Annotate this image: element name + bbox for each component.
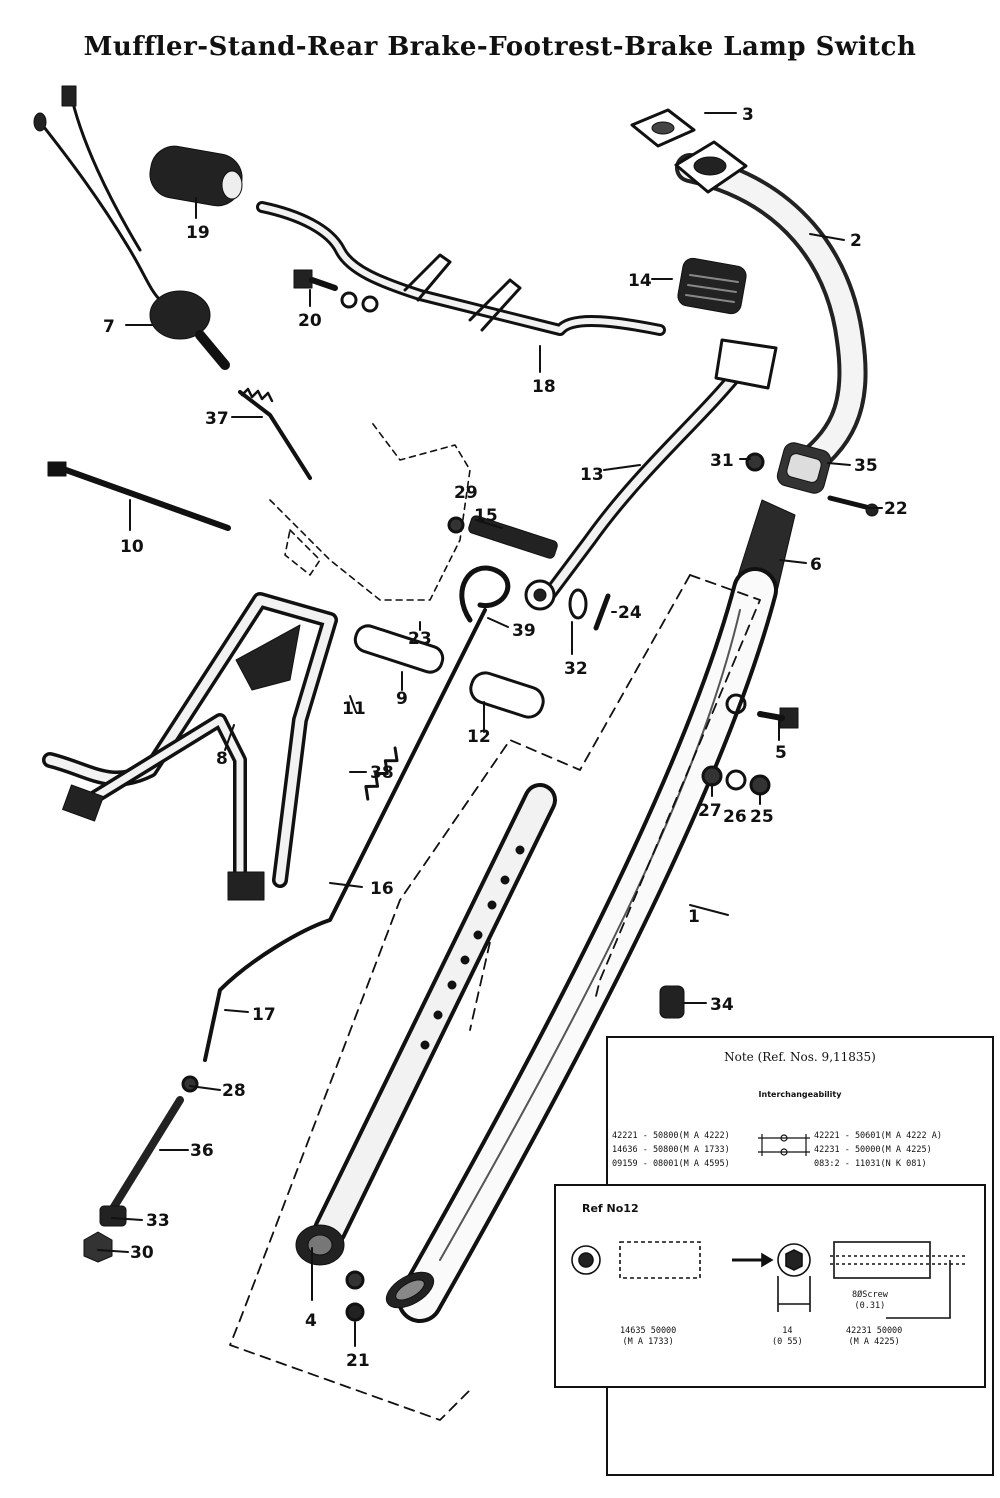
callout-11: 11 (342, 699, 366, 719)
pivot-pin-part-9 (353, 624, 445, 674)
callout-19: 19 (186, 223, 210, 243)
footrest-bar-part-18 (256, 201, 666, 336)
long-bolt-part-10 (47, 461, 231, 531)
callout-5: 5 (775, 743, 787, 763)
callout-34: 34 (710, 995, 734, 1015)
callout-32: 32 (564, 659, 588, 679)
interchange-arrows (758, 1134, 810, 1156)
brake-rod-part-16 (203, 608, 487, 1062)
ref-left-part-model: (M A 1733) (622, 1337, 674, 1347)
callout-25: 25 (750, 807, 774, 827)
ref-dimension-caption: 14 (0 55) (772, 1326, 803, 1348)
ref-right-caption: 42231 50000 (M A 4225) (846, 1326, 902, 1348)
footrest-rubber-part-19 (149, 145, 243, 207)
callout-22: 22 (884, 499, 908, 519)
note-subtitle: Interchangeability (758, 1090, 842, 1099)
frame-bracket-outline (269, 419, 471, 601)
callout-17: 17 (252, 1005, 276, 1025)
switch-spring-part-37 (238, 387, 312, 480)
ref-detail-drawing (571, 1241, 966, 1319)
callout-leaders (97, 112, 883, 1347)
adjusting-nut-part-30 (83, 1231, 113, 1263)
note-right-row: 42231 - 50000(M A 4225) (814, 1145, 932, 1155)
ref-left-caption: 14635 50000 (M A 1733) (620, 1326, 676, 1348)
ref-no12-detail: Ref No12 14635 50000 (M A 1733) 14 (0 55… (554, 1184, 986, 1388)
callout-3: 3 (742, 105, 754, 125)
brake-lamp-switch-part-7 (33, 85, 230, 370)
callout-24: 24 (618, 603, 642, 623)
callout-26: 26 (723, 807, 747, 827)
callout-20: 20 (298, 311, 322, 331)
washers-group (181, 291, 771, 1322)
callout-27: 27 (698, 801, 722, 821)
muffler-band-part-35 (776, 442, 832, 494)
cap-part-34 (659, 985, 685, 1019)
callout-36: 36 (190, 1141, 214, 1161)
muffler-pipe-part-2 (674, 140, 868, 485)
diagram-title: Muffler-Stand-Rear Brake-Footrest-Brake … (83, 32, 917, 62)
note-left-row: 09159 - 08001(M A 4595) (612, 1159, 730, 1169)
callout-21: 21 (346, 1351, 370, 1371)
callout-7: 7 (103, 317, 115, 337)
ref-right-part-model: (M A 4225) (848, 1337, 900, 1347)
stand-spring-part-38 (364, 746, 399, 801)
brake-pedal-part-13 (524, 338, 778, 611)
callout-31: 31 (710, 451, 734, 471)
ref-left-part-number: 14635 50000 (620, 1326, 677, 1336)
callout-1: 1 (688, 907, 700, 927)
callout-37: 37 (205, 409, 229, 429)
callout-14: 14 (628, 271, 652, 291)
ref-detail-title: Ref No12 (582, 1202, 639, 1215)
return-spring-part-39 (459, 565, 511, 623)
callout-35: 35 (854, 456, 878, 476)
note-left-row: 42221 - 50800(M A 4222) (612, 1131, 730, 1141)
bolt-part-20 (293, 269, 338, 291)
callout-18: 18 (532, 377, 556, 397)
brake-pedal-rubber-part-14 (677, 257, 747, 315)
joint-part-33 (99, 1205, 127, 1227)
callout-12: 12 (467, 727, 491, 747)
callout-8: 8 (216, 749, 228, 769)
callout-2: 2 (850, 231, 862, 251)
callout-30: 30 (130, 1243, 154, 1263)
callout-16: 16 (370, 879, 394, 899)
ref-screw-in: (0.31) (854, 1301, 886, 1311)
ref-screw-caption: 8ØScrew (0.31) (852, 1290, 888, 1312)
callout-23: 23 (408, 629, 432, 649)
callout-4: 4 (305, 1311, 317, 1331)
callout-15: 15 (474, 506, 498, 526)
tail-pipe-part-4 (295, 783, 557, 1266)
callout-38: 38 (370, 763, 394, 783)
callout-33: 33 (146, 1211, 170, 1231)
muffler-gasket-part-3 (630, 108, 696, 148)
ref-dimension-mm: 14 (782, 1326, 793, 1336)
note-right-row: 083:2 - 11031(N K 081) (814, 1159, 927, 1169)
ref-right-part-number: 42231 50000 (846, 1326, 903, 1336)
callout-9: 9 (396, 689, 408, 709)
note-left-row: 14636 - 50800(M A 1733) (612, 1145, 730, 1155)
note-title: Note (Ref. Nos. 9,11835) (724, 1050, 876, 1064)
ref-dimension-in: (0 55) (772, 1337, 803, 1347)
callout-labels: 1 2 3 4 5 6 7 8 9 10 11 12 13 14 15 16 1… (103, 105, 908, 1371)
callout-28: 28 (222, 1081, 246, 1101)
callout-13: 13 (580, 465, 604, 485)
stand-pivot-part-12 (469, 671, 545, 719)
adjuster-part-15 (468, 515, 558, 559)
ref-screw-label: 8ØScrew (852, 1290, 888, 1300)
main-stand-part-8 (42, 592, 338, 901)
brake-adjust-rod-part-36 (108, 1096, 184, 1214)
callout-29: 29 (454, 483, 478, 503)
callout-39: 39 (512, 621, 536, 641)
callout-10: 10 (120, 537, 144, 557)
callout-6: 6 (810, 555, 822, 575)
interchangeability-note: Note (Ref. Nos. 9,11835) Interchangeabil… (606, 1036, 994, 1476)
note-right-row: 42221 - 50601(M A 4222 A) (814, 1131, 942, 1141)
